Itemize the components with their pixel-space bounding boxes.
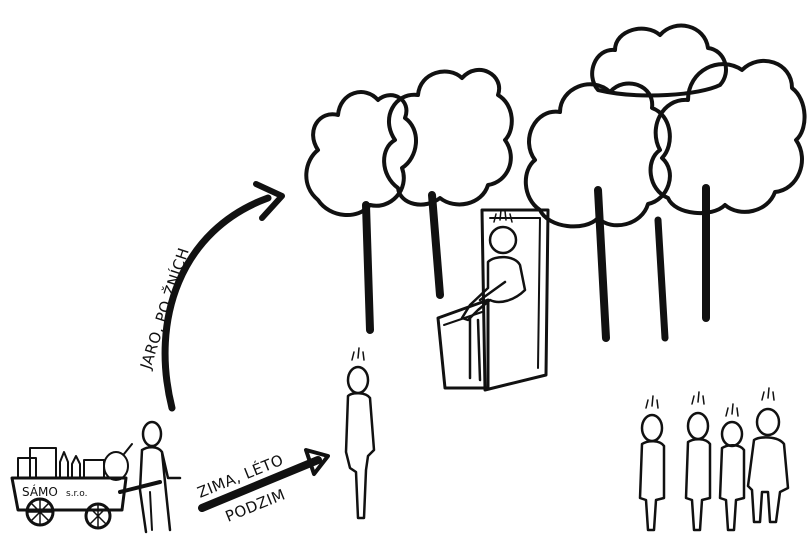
person-icon <box>640 396 664 530</box>
hair-flame-icon <box>352 348 364 360</box>
person-icon <box>686 392 710 530</box>
forest <box>306 26 804 390</box>
hair-flame-icon <box>726 404 738 416</box>
cart-icon: SÁMO s.r.o. <box>12 444 160 528</box>
tree-icon <box>651 61 805 338</box>
tree-icon <box>592 26 726 96</box>
hair-flame-icon <box>762 388 774 400</box>
person-icon <box>748 388 788 522</box>
hair-flame-icon <box>692 392 704 404</box>
hair-flame-icon <box>494 210 512 222</box>
person-icon <box>140 422 180 532</box>
cart-suffix: s.r.o. <box>66 489 88 499</box>
seated-figure <box>462 210 525 380</box>
tree-icon <box>306 92 416 330</box>
person-group <box>640 388 788 530</box>
winter-arrow: ZIMA, LÉTO PODZIM <box>194 450 328 526</box>
spring-arrow: JARO, PO ŽNÍCH <box>135 184 282 408</box>
person-icon <box>346 348 374 518</box>
person-icon <box>720 404 744 530</box>
hair-flame-icon <box>646 396 658 408</box>
cart-name: SÁMO <box>22 484 58 499</box>
